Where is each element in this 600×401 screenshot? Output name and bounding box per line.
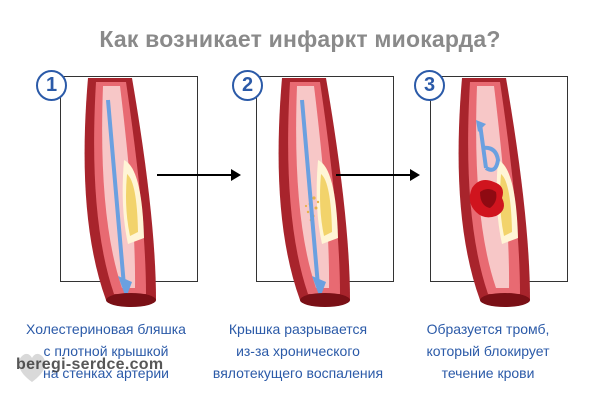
heart-logo-icon [18,353,46,382]
caption-line: который блокирует [426,343,550,359]
step-3-panel: 3 [410,68,585,313]
caption-line: течение крови [441,365,535,381]
step-3-number-badge: 3 [414,70,445,101]
artery-illustration-2 [278,78,350,307]
caption-line: из-за хронического [236,343,360,359]
caption-line: вялотекущего воспаления [212,365,384,381]
watermark-text: beregi-serdce.com [16,356,164,373]
arrow-step-1-to-2 [157,167,241,188]
caption-line: Крышка разрывается [228,321,368,337]
step-2-number-badge: 2 [232,70,263,101]
arrow-step-2-to-3 [336,167,420,188]
step-1-number-badge: 1 [36,70,67,101]
step-1-caption: Холестериновая бляшка с плотной крышкой … [6,318,206,384]
artery-illustration-1 [84,78,156,307]
caption-line: с плотной крышкой [43,343,169,359]
step-2-panel: 2 [230,68,405,313]
artery-illustration-3 [458,78,530,307]
step-3-caption: Образуется тромб, который блокирует тече… [388,318,588,384]
page-title: Как возникает инфаркт миокарда? [99,26,501,52]
caption-line: на стенках артерии [42,365,170,381]
caption-line: Холестериновая бляшка [26,321,186,337]
step-2-caption: Крышка разрывается из-за хронического вя… [198,318,398,384]
caption-line: Образуется тромб, [426,321,550,337]
step-1-panel: 1 [36,68,211,313]
